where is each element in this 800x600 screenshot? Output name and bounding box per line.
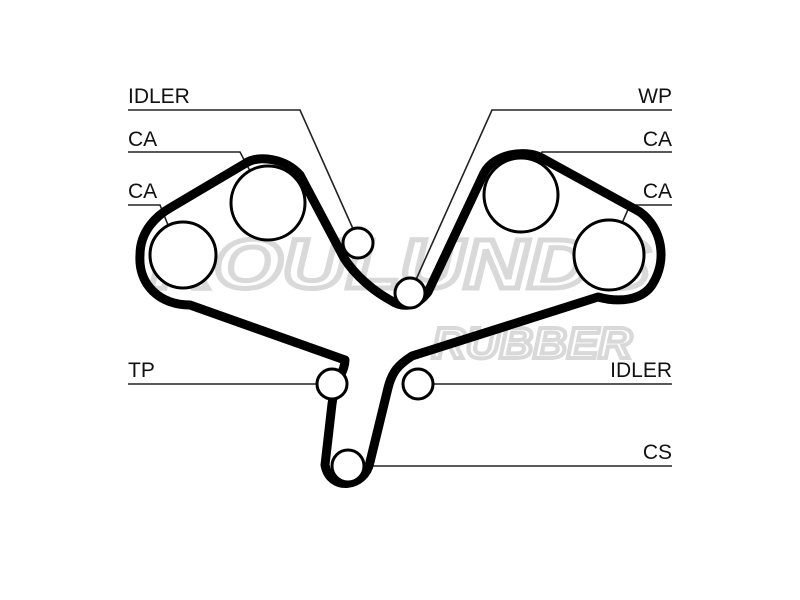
pulley-idler-bottom <box>401 367 435 401</box>
leader-idler-top <box>128 109 359 241</box>
pulley-wp <box>393 276 427 310</box>
pulleys <box>148 156 646 484</box>
pulley-ca-right-upper <box>482 156 560 234</box>
label-cs: CS <box>643 441 672 464</box>
label-idler-top: IDLER <box>128 85 190 108</box>
leader-wp <box>409 109 672 294</box>
label-wp: WP <box>638 85 672 108</box>
labels: IDLER CA CA TP WP CA CA IDLER CS <box>128 85 672 464</box>
label-idler-bottom: IDLER <box>610 359 672 382</box>
pulley-ca-right-lower <box>572 218 646 292</box>
timing-belt <box>135 149 666 488</box>
label-ca-right-lower: CA <box>643 180 672 203</box>
pulley-ca-left-upper <box>229 164 307 242</box>
belt-outline <box>135 149 666 488</box>
pulley-idler-top <box>341 226 375 260</box>
pulley-cs <box>330 448 366 484</box>
pulley-ca-left-lower <box>148 220 218 290</box>
label-ca-right-upper: CA <box>643 128 672 151</box>
label-ca-left-upper: CA <box>128 128 157 151</box>
label-ca-left-lower: CA <box>128 180 157 203</box>
pulley-tp <box>315 367 349 401</box>
label-tp: TP <box>128 359 155 382</box>
